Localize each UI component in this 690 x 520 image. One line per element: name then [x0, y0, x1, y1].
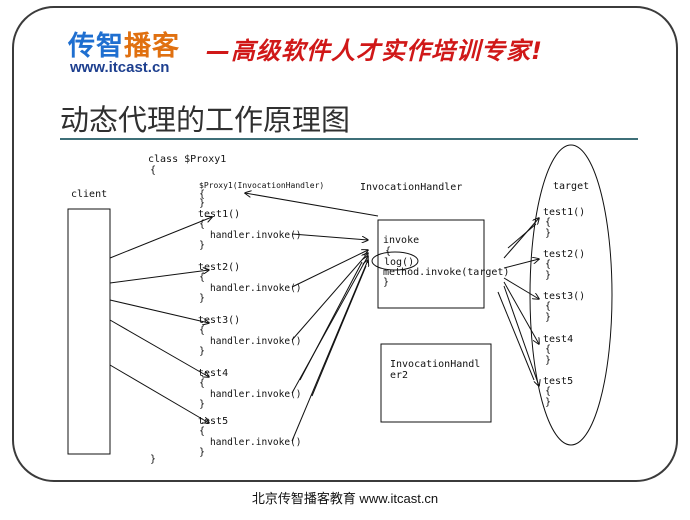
arrow-invoke5-to-handler: [291, 260, 368, 442]
target-ellipse: [529, 144, 613, 446]
arrow-shadow-line: [299, 261, 363, 381]
arrow-handler-to-constructor: [245, 193, 379, 217]
target-method: test4: [543, 334, 573, 345]
constructor-brace-open: {: [199, 189, 205, 200]
logo-part-1: 传智: [68, 31, 124, 62]
target-brace-close: }: [545, 355, 551, 366]
handler2-box: [380, 343, 492, 423]
arrow-shadow-line: [497, 291, 535, 381]
slogan: —高级软件人才实作培训专家!: [206, 37, 543, 65]
handler-brace-close: }: [383, 277, 389, 288]
method-brace-close: }: [199, 399, 205, 410]
client-box: [67, 208, 111, 455]
target-brace-open: {: [545, 217, 551, 228]
constructor-brace-close: }: [199, 198, 205, 209]
target-brace-close: }: [545, 228, 551, 239]
handler2-label-1: InvocationHandl: [390, 359, 480, 370]
target-brace-open: {: [545, 386, 551, 397]
arrow-client-to-test5: [109, 364, 209, 423]
method-brace-open: {: [199, 378, 205, 389]
footer: 北京传智播客教育 www.itcast.cn: [251, 491, 439, 506]
proxy-method-name: test1(): [198, 209, 240, 220]
handler-invoke-call: handler.invoke(): [210, 389, 302, 400]
handler-box: [377, 219, 485, 309]
target-brace-close: }: [545, 312, 551, 323]
proxy-method-name: test4: [198, 368, 228, 379]
handler2-label-2: er2: [390, 370, 408, 381]
title-rule: [60, 138, 638, 140]
method-brace-open: {: [199, 219, 205, 230]
arrow-handler-to-target2: [503, 259, 539, 269]
method-brace-close: }: [199, 240, 205, 251]
arrow-handler-to-target4: [503, 281, 539, 344]
logo-part-2: 播客: [124, 31, 180, 62]
proxy-method-name: test5: [198, 416, 228, 427]
handler-invoke-call: handler.invoke(): [210, 283, 302, 294]
arrow-client-to-test3: [109, 299, 209, 323]
method-brace-open: {: [199, 272, 205, 283]
arrow-invoke1-to-handler: [291, 233, 368, 240]
arrow-invoke4-to-handler: [291, 256, 368, 394]
method-brace-open: {: [199, 426, 205, 437]
handler-brace-open: {: [385, 246, 391, 257]
target-brace-open: {: [545, 301, 551, 312]
target-method: test3(): [543, 291, 585, 302]
target-brace-open: {: [545, 344, 551, 355]
method-brace-close: }: [199, 346, 205, 357]
proxy-brace-close: }: [150, 454, 156, 465]
arrow-shadow-line: [311, 265, 367, 397]
arrow-client-to-test4: [109, 319, 209, 377]
handler-invoke-label: invoke: [383, 235, 419, 246]
arrow-invoke3-to-handler: [291, 253, 368, 341]
proxy-method-name: test3(): [198, 315, 240, 326]
handler-log: log(): [384, 257, 414, 268]
arrow-handler-to-target5: [503, 285, 539, 386]
handler-method-invoke: method.invoke(target): [383, 267, 509, 278]
target-method: test2(): [543, 249, 585, 260]
logo-text: 传智播客: [68, 24, 180, 63]
arrow-client-to-test1: [109, 217, 212, 259]
logo-url: www.itcast.cn: [70, 59, 170, 76]
handler-invoke-call: handler.invoke(): [210, 336, 302, 347]
slide-frame: [12, 6, 678, 482]
target-brace-close: }: [545, 397, 551, 408]
method-brace-close: }: [199, 293, 205, 304]
proxy-constructor: $Proxy1(InvocationHandler): [199, 181, 324, 190]
target-brace-open: {: [545, 259, 551, 270]
proxy-brace-open: {: [150, 165, 156, 176]
target-method: test5: [543, 376, 573, 387]
arrow-shadow-line: [507, 223, 537, 249]
proxy-class-label: class $Proxy1: [148, 154, 226, 165]
handler-invoke-call: handler.invoke(): [210, 437, 302, 448]
client-label: client: [71, 189, 107, 200]
target-method: test1(): [543, 207, 585, 218]
method-brace-close: }: [199, 447, 205, 458]
method-brace-open: {: [199, 325, 205, 336]
proxy-method-name: test2(): [198, 262, 240, 273]
arrow-client-to-test2: [109, 270, 209, 284]
arrow-handler-to-target1: [503, 218, 539, 259]
arrow-handler-to-target3: [503, 277, 539, 299]
handler-title: InvocationHandler: [360, 182, 462, 193]
target-label: target: [553, 181, 589, 192]
log-highlight: [371, 251, 419, 271]
arrow-invoke2-to-handler: [291, 250, 368, 288]
slide-title: 动态代理的工作原理图: [60, 103, 351, 137]
target-brace-close: }: [545, 270, 551, 281]
handler-invoke-call: handler.invoke(): [210, 230, 302, 241]
